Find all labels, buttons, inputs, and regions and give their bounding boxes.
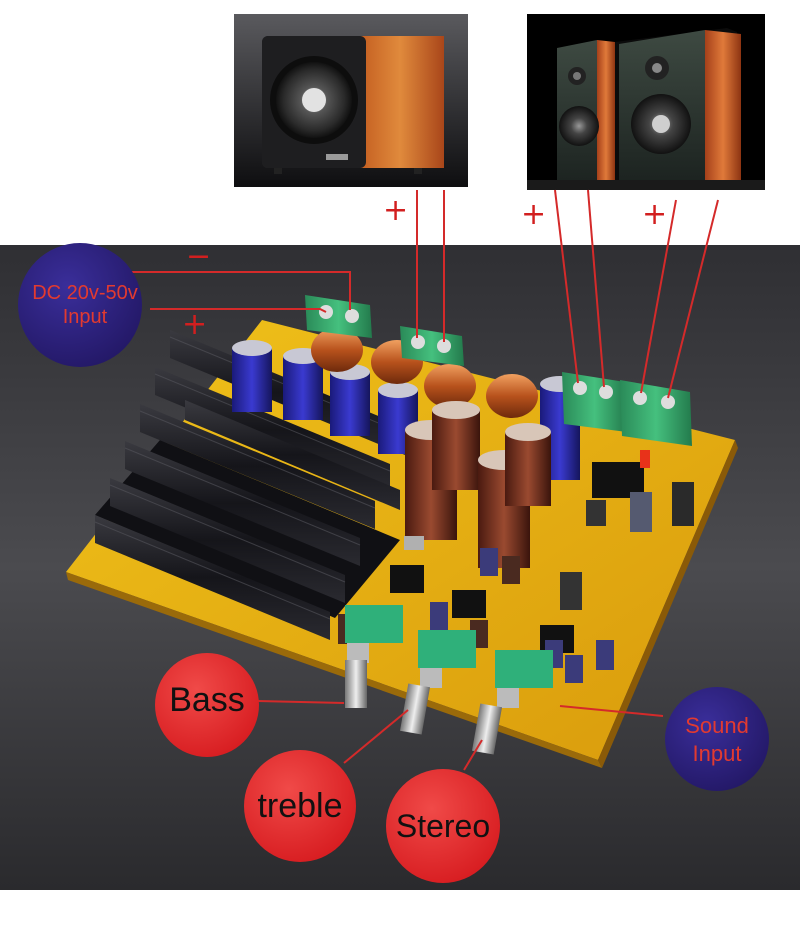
power-input-voltage-text: DC 20v-50v [32,282,138,304]
subwoofer-speaker-icon [234,14,468,187]
sound-input-label: Sound Input [665,712,769,768]
dc-plus-sign: + [182,307,208,342]
connection-wires [130,189,719,771]
brown-capacitors [405,401,551,568]
power-input-label: DC 20v-50v Input [15,281,155,329]
stereo-label: Stereo [395,807,491,844]
bass-label: Bass [169,680,245,719]
left-speaker-plus-sign: + [521,197,547,232]
heatsink [94,330,406,640]
treble-label: treble [257,786,343,825]
right-speaker-plus-sign: + [642,197,668,232]
power-input-input-text: Input [62,306,108,328]
treble-bubble [244,750,356,862]
dc-minus-sign: − [186,239,212,274]
stereo-speakers-photo [527,14,765,190]
potentiometers [345,605,553,755]
inductor-coils [311,328,538,418]
subwoofer-plus-sign: + [383,193,409,228]
subwoofer-photo [234,14,468,187]
bass-bubble [155,653,259,757]
small-components [338,450,694,683]
sound-input-bubble [665,687,769,791]
power-input-bubble [18,243,142,367]
sound-input-input-text: Input [692,741,742,766]
bookshelf-speakers-icon [527,14,765,190]
stereo-bubble [386,769,500,883]
sound-input-sound-text: Sound [685,713,749,738]
